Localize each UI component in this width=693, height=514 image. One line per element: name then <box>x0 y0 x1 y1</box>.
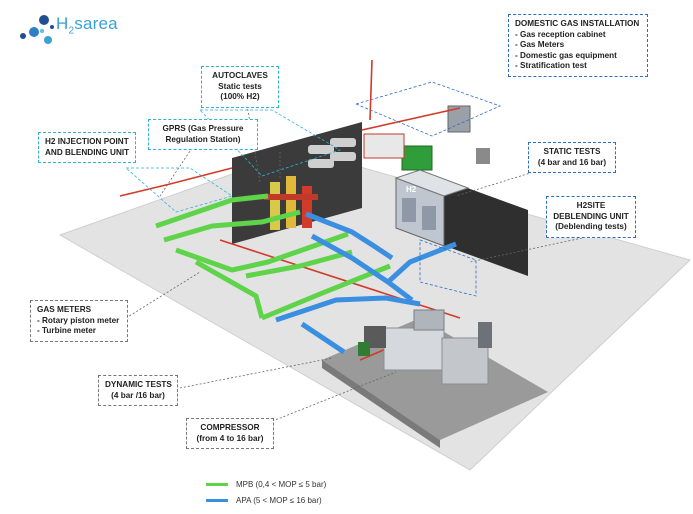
compressor-base-side <box>322 360 440 448</box>
red-pipes <box>119 59 461 361</box>
domestic-gas-equipment <box>363 105 490 171</box>
pipe-legend: MPB (0,4 < MOP ≤ 5 bar) APA (5 < MOP ≤ 1… <box>206 476 326 508</box>
autoclaves-callout: AUTOCLAVES Static tests (100% H2) <box>201 66 279 108</box>
green-pipes <box>155 193 391 321</box>
logo-wordmark: H2sarea <box>56 14 118 37</box>
gas-meters-callout: GAS METERS - Rotary piston meter - Turbi… <box>30 300 128 342</box>
gprs-station <box>264 176 318 230</box>
gprs-callout: GPRS (Gas Pressure Regulation Station) <box>148 119 258 150</box>
gas-meters-unit <box>358 326 386 356</box>
blue-pipes <box>275 211 457 355</box>
domestic-guide-lines <box>354 81 502 297</box>
rear-wall <box>440 178 528 276</box>
legend-item-mpb: MPB (0,4 < MOP ≤ 5 bar) <box>206 476 326 492</box>
autoclave-tanks <box>308 138 356 168</box>
h2sarea-logo-mark <box>20 15 54 44</box>
h2site-callout: H2SITE DEBLENDING UNIT (Deblending tests… <box>546 196 636 238</box>
legend-swatch-blue <box>206 498 228 502</box>
legend-item-apa: APA (5 < MOP ≤ 16 bar) <box>206 492 326 508</box>
dynamic-tests-callout: DYNAMIC TESTS (4 bar /16 bar) <box>98 375 178 406</box>
compressor-unit <box>383 309 492 385</box>
compressor-callout: COMPRESSOR (from 4 to 16 bar) <box>186 418 274 449</box>
compressor-base <box>322 318 548 440</box>
callout-guide-lines <box>124 109 341 213</box>
legend-swatch-green <box>206 482 228 486</box>
h2-injection-callout: H2 INJECTION POINT AND BLENDING UNIT <box>38 132 136 163</box>
leader-lines <box>125 104 583 431</box>
static-tests-callout: STATIC TESTS (4 bar and 16 bar) <box>528 142 616 173</box>
domestic-gas-callout: DOMESTIC GAS INSTALLATION - Gas receptio… <box>508 14 648 77</box>
h2-cabinet-label: H2 <box>406 185 417 194</box>
h2-cabinet <box>394 169 470 247</box>
